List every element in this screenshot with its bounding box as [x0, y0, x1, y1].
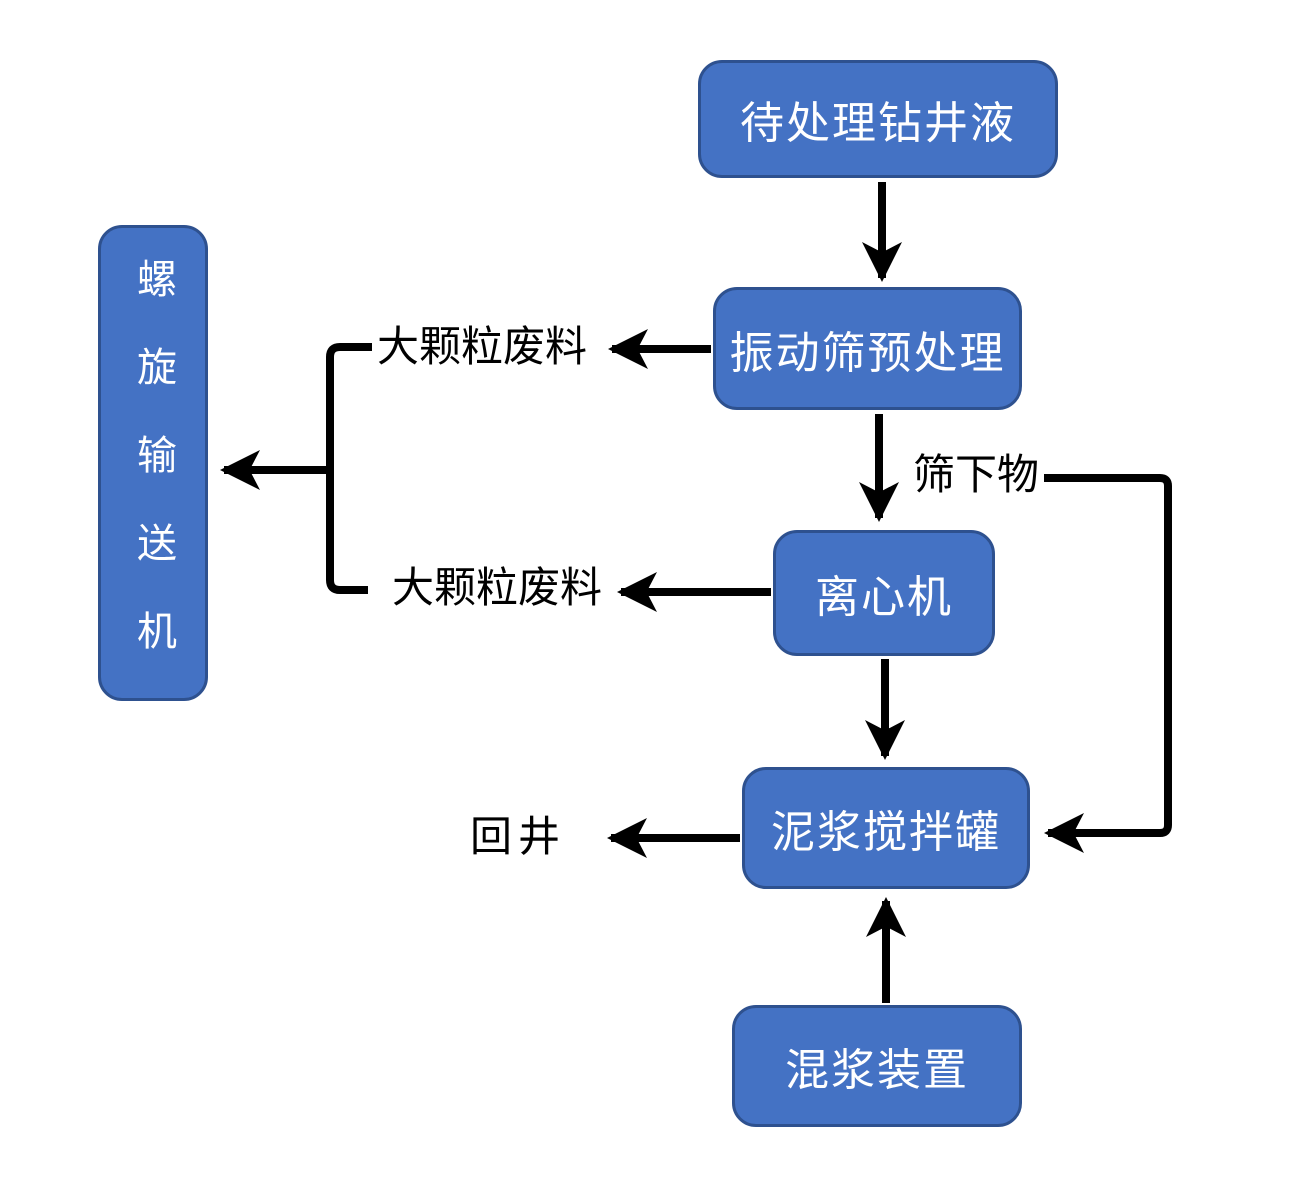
- node-mixing-device-label: 混浆装置: [785, 1046, 969, 1095]
- node-mixing-tank-label: 泥浆搅拌罐: [771, 808, 1001, 857]
- bracket-waste-collector: [326, 343, 372, 594]
- node-screw-conveyor-label: 螺旋输送机: [131, 258, 176, 698]
- node-drilling-fluid-label: 待处理钻井液: [740, 99, 1016, 148]
- label-large-particle-waste-bottom: 大颗粒废料: [392, 566, 603, 612]
- label-return-to-well: 回井: [470, 815, 567, 861]
- node-mixing-device: 混浆装置: [732, 1005, 1022, 1127]
- arrow-underflow-to-tank: [1044, 474, 1172, 853]
- label-screen-underflow: 筛下物: [913, 453, 1040, 499]
- node-shaker-pretreatment: 振动筛预处理: [713, 287, 1022, 410]
- node-mud-mixing-tank: 泥浆搅拌罐: [742, 767, 1030, 889]
- label-large-particle-waste-top: 大颗粒废料: [377, 325, 588, 371]
- node-screw-conveyor: 螺旋输送机: [98, 225, 208, 701]
- node-drilling-fluid: 待处理钻井液: [698, 60, 1058, 178]
- node-centrifuge-label: 离心机: [815, 573, 953, 622]
- node-centrifuge: 离心机: [773, 530, 995, 656]
- node-shaker-label: 振动筛预处理: [729, 328, 1006, 378]
